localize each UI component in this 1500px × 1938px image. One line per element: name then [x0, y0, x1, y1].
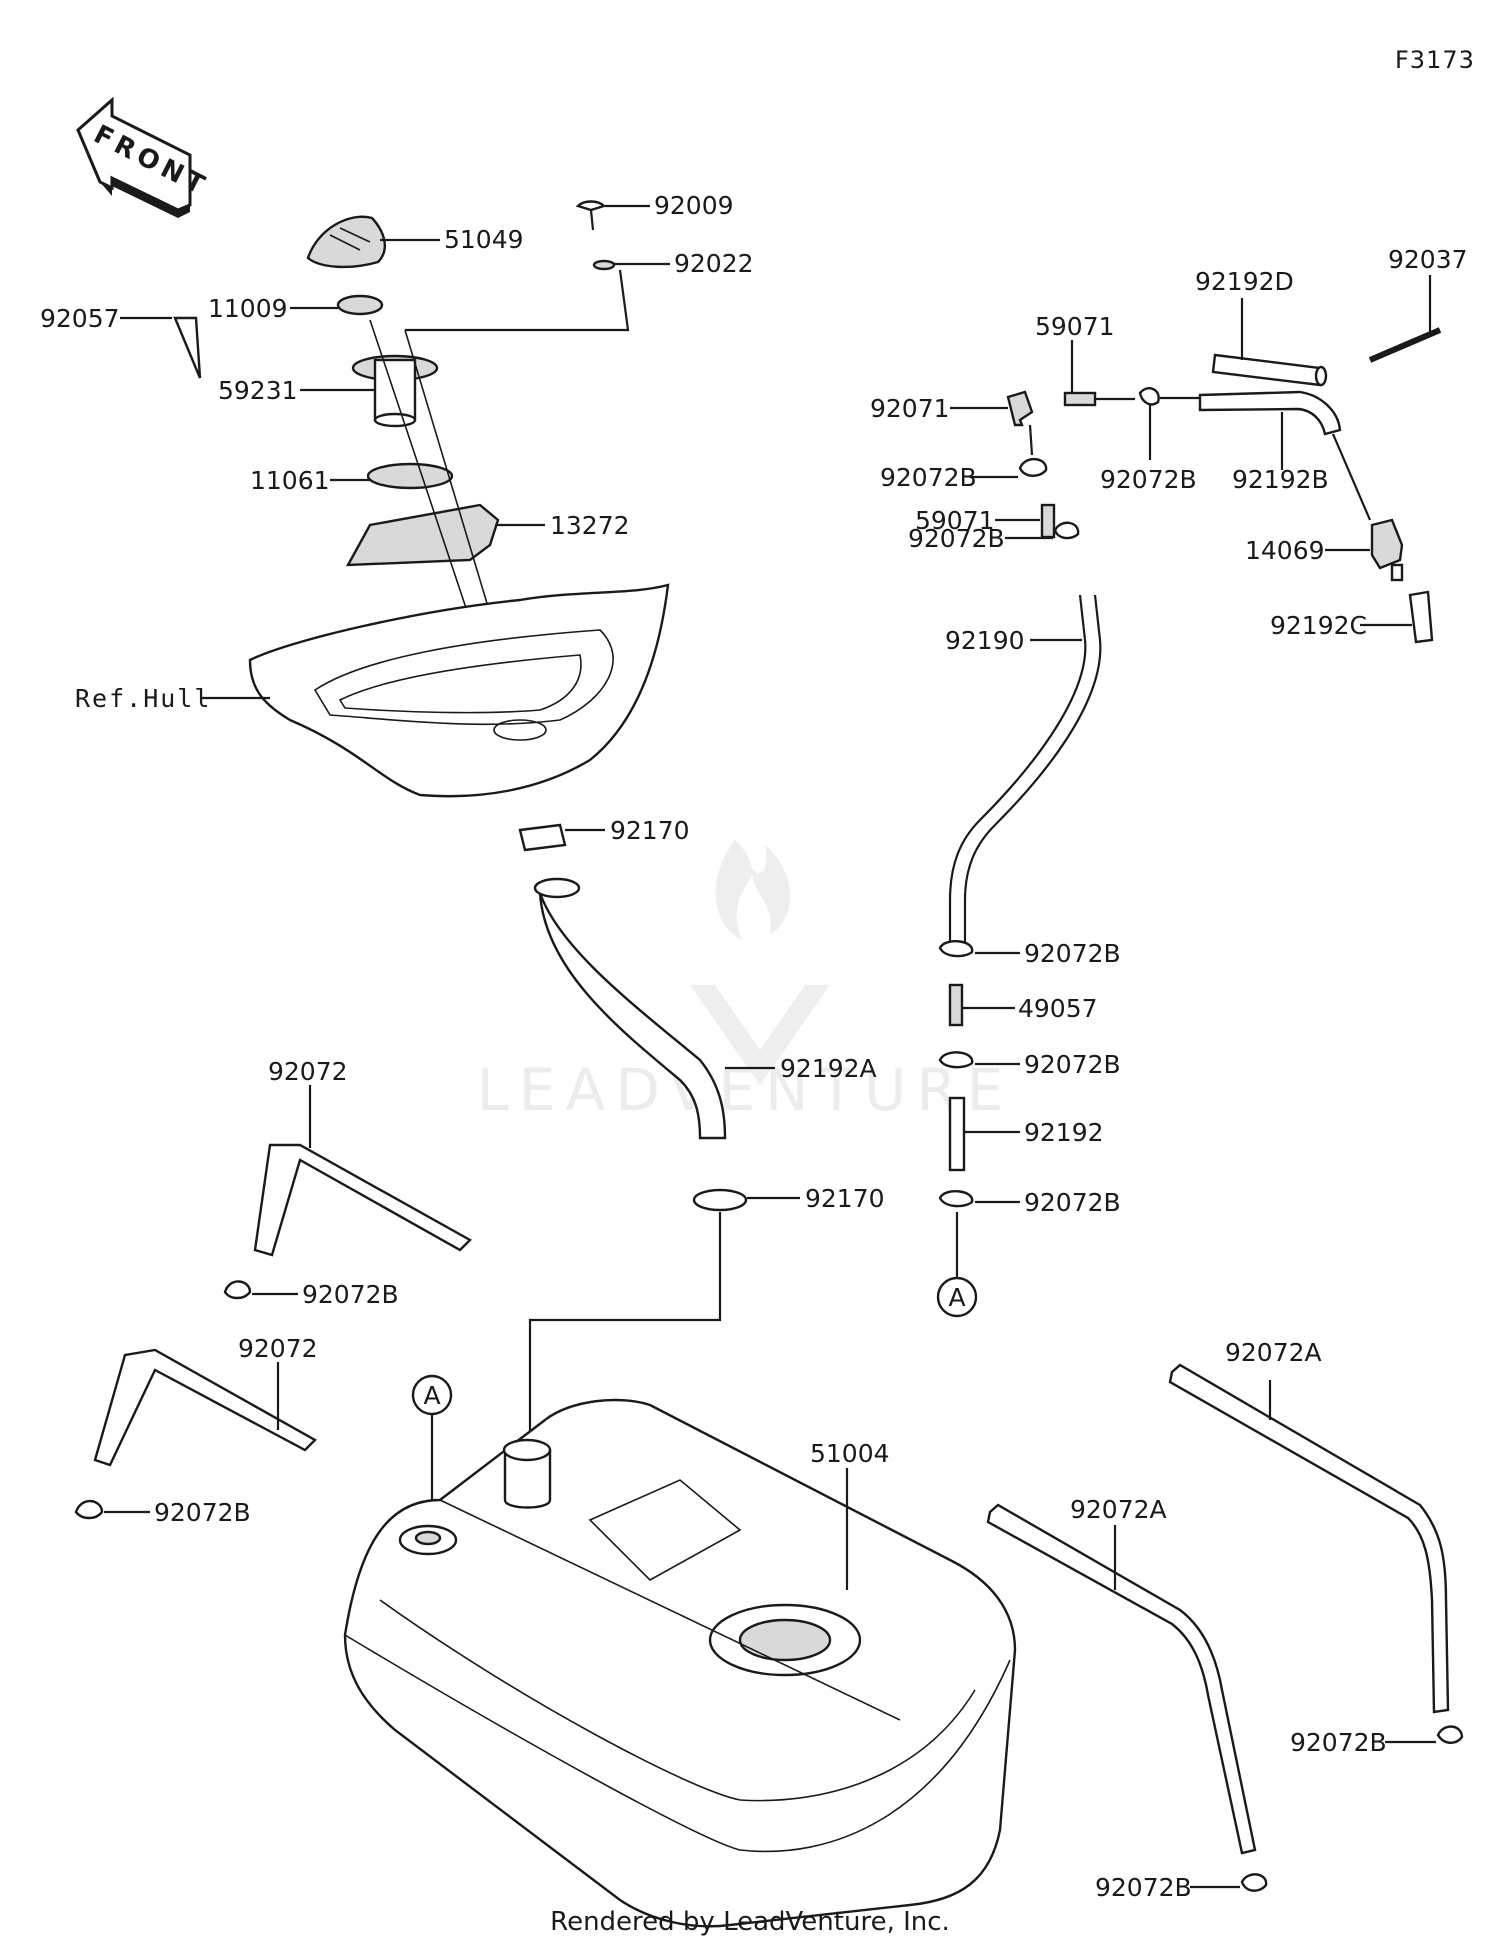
- clip-92072B-r5: [938, 1051, 974, 1069]
- strap-92072-upper: [253, 1143, 472, 1257]
- filler-neck-59231: [351, 354, 439, 428]
- label-92072B-upper: 92072B: [302, 1280, 399, 1309]
- ref-circle-a-vent: [936, 1276, 978, 1318]
- watermark-flame-icon: [715, 840, 791, 940]
- label-92072B-r1: 92072B: [880, 463, 977, 492]
- hull-reference: [248, 583, 670, 798]
- label-circle-a-tank: A: [423, 1381, 440, 1410]
- screw-92009: [575, 200, 607, 212]
- label-92022: 92022: [674, 249, 754, 278]
- clip-92072B-strap-mid: [1240, 1873, 1268, 1892]
- strap-92072A-right: [1168, 1363, 1450, 1714]
- front-arrow-icon: FRONT: [76, 96, 213, 218]
- hose-92192B: [1198, 390, 1342, 436]
- label-92072B-r5: 92072B: [1024, 1050, 1121, 1079]
- label-92192C: 92192C: [1270, 611, 1367, 640]
- clip-92072B-r6: [938, 1190, 974, 1208]
- label-92072A-right: 92072A: [1225, 1338, 1322, 1367]
- clip-92072B-r2: [1138, 387, 1160, 406]
- label-92190: 92190: [945, 626, 1025, 655]
- label-92072B-strap-right: 92072B: [1290, 1728, 1387, 1757]
- clip-92072B-strap-right: [1436, 1725, 1464, 1744]
- clamp-92170-top: [518, 823, 567, 852]
- fuel-tank-51004: [343, 1398, 1017, 1928]
- diagram-code: F3173: [1395, 46, 1475, 74]
- pipe-92190: [948, 594, 1087, 945]
- label-92072B-r2: 92072B: [1100, 465, 1197, 494]
- joint-59071-mid: [1040, 503, 1056, 539]
- label-11061: 11061: [250, 466, 330, 495]
- fuel-cap-51049: [306, 215, 386, 269]
- label-92170-bottom: 92170: [805, 1184, 885, 1213]
- label-49057: 49057: [1018, 994, 1098, 1023]
- clip-92072B-r3: [1053, 521, 1080, 540]
- gasket-11009: [336, 294, 384, 316]
- label-92072B-r6: 92072B: [1024, 1188, 1121, 1217]
- tether-92057: [173, 316, 202, 379]
- label-92072-upper: 92072: [268, 1057, 348, 1086]
- label-92192: 92192: [1024, 1118, 1104, 1147]
- label-92072B-strap-mid: 92072B: [1095, 1873, 1192, 1902]
- label-92009: 92009: [654, 191, 734, 220]
- label-92192B: 92192B: [1232, 465, 1329, 494]
- label-92170-top: 92170: [610, 816, 690, 845]
- hose-92192A: [538, 892, 727, 1140]
- label-51049: 51049: [444, 225, 524, 254]
- watermark-v-icon: [690, 985, 830, 1085]
- label-59231: 59231: [218, 376, 298, 405]
- clip-92072B-lower: [74, 1499, 104, 1520]
- label-59071-top: 59071: [1035, 312, 1115, 341]
- clip-92072B-upper: [223, 1280, 252, 1300]
- washer-92022: [592, 259, 616, 271]
- joint-59071-top: [1063, 391, 1097, 407]
- label-14069: 14069: [1245, 536, 1325, 565]
- label-13272: 13272: [550, 511, 630, 540]
- hose-92192D: [1211, 353, 1322, 387]
- filter-14069: [1370, 518, 1404, 582]
- label-92037: 92037: [1388, 245, 1468, 274]
- label-11009: 11009: [208, 294, 288, 323]
- label-59071-mid: 59071: [915, 506, 995, 535]
- label-92072B-r4: 92072B: [1024, 939, 1121, 968]
- label-51004: 51004: [810, 1439, 890, 1468]
- fitting-49057: [948, 983, 964, 1027]
- pin-92037: [1368, 327, 1442, 363]
- hose-92192: [948, 1096, 966, 1172]
- gasket-11061: [366, 462, 454, 490]
- label-92072B-r3: 92072B: [908, 524, 1005, 553]
- watermark-text: LEADVENTURE: [477, 1056, 1014, 1124]
- label-92192A: 92192A: [780, 1054, 877, 1083]
- strap-92072-lower: [93, 1348, 317, 1467]
- hose-92192C: [1408, 590, 1434, 644]
- label-circle-a-vent: A: [948, 1283, 965, 1312]
- label-92072A-mid: 92072A: [1070, 1495, 1167, 1524]
- label-92192D: 92192D: [1195, 267, 1294, 296]
- footer-credit: Rendered by LeadVenture, Inc.: [550, 1907, 950, 1937]
- label-92072-lower: 92072: [238, 1334, 318, 1363]
- valve-92071: [1006, 390, 1034, 427]
- label-ref-hull: Ref.Hull: [75, 684, 211, 713]
- label-92072B-lower: 92072B: [154, 1498, 251, 1527]
- label-92071: 92071: [870, 394, 950, 423]
- clamp-92170-bottom: [692, 1188, 748, 1212]
- bracket-13272: [345, 503, 500, 567]
- clip-92072B-r1: [1018, 458, 1048, 477]
- clip-92072B-r4: [938, 940, 974, 958]
- label-92057: 92057: [40, 304, 120, 333]
- strap-92072A-mid: [986, 1503, 1257, 1855]
